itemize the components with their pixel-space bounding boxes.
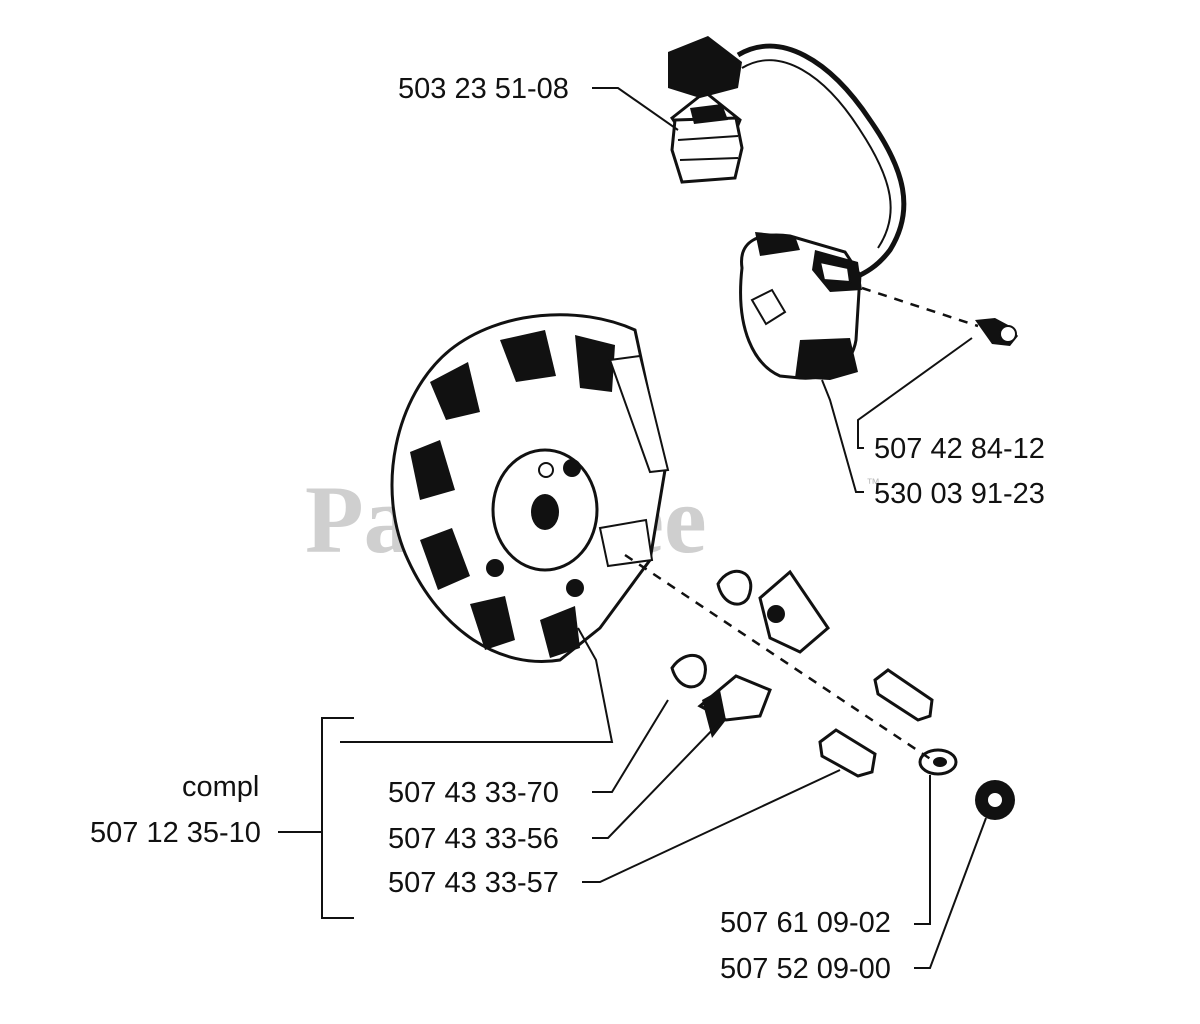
label-screw[interactable]: 507 42 84-12 <box>874 433 1045 465</box>
module-screw-drawing <box>861 286 1018 346</box>
label-ignition-module[interactable]: 530 03 91-23 <box>874 478 1045 510</box>
label-plug-cap[interactable]: 503 23 51-08 <box>398 73 569 105</box>
label-nut[interactable]: 507 52 09-00 <box>720 953 891 985</box>
label-pawl[interactable]: 507 43 33-56 <box>388 823 559 855</box>
label-compl-number[interactable]: 507 12 35-10 <box>90 817 261 849</box>
label-pin[interactable]: 507 43 33-57 <box>388 867 559 899</box>
label-washer[interactable]: 507 61 09-02 <box>720 907 891 939</box>
label-spring[interactable]: 507 43 33-70 <box>388 777 559 809</box>
pawl-parts-drawing <box>624 553 1015 820</box>
flywheel-drawing <box>390 313 670 663</box>
watermark-trademark: ™ <box>866 475 880 491</box>
label-compl-word: compl <box>182 771 259 803</box>
leader-lines <box>278 87 987 969</box>
spark-plug-cap-drawing <box>668 36 907 283</box>
ignition-module-drawing <box>739 232 862 380</box>
part-labels: 503 23 51-08 507 42 84-12 530 03 91-23 c… <box>90 73 1045 985</box>
